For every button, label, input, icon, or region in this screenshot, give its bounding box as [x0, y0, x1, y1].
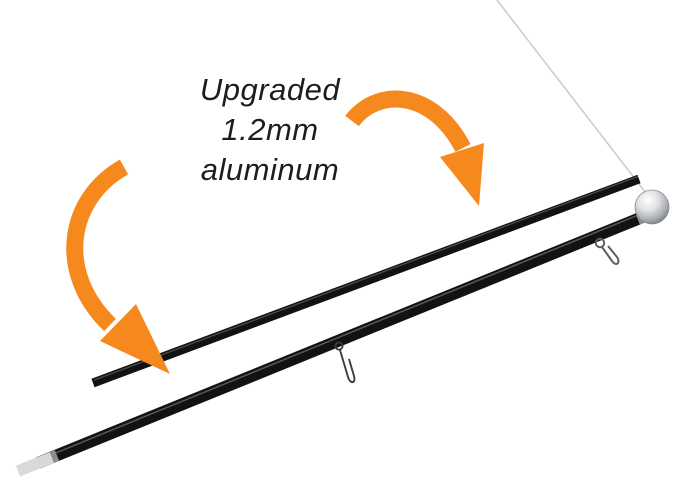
arrow-left-head	[100, 304, 170, 374]
upper-pole-section	[91, 174, 641, 388]
caption-line-3: aluminum	[200, 152, 340, 187]
lower-pole-section	[15, 208, 653, 477]
lower-pole-body	[35, 208, 653, 469]
clip-hook	[601, 245, 620, 265]
arrow-left-icon	[66, 159, 170, 374]
arrow-right-shaft	[345, 90, 471, 153]
clip-ring	[594, 237, 606, 249]
lower-pole-highlight	[39, 209, 650, 461]
clip-ring	[334, 341, 344, 351]
hanging-rope	[496, 0, 650, 198]
upper-pole-highlight	[93, 175, 639, 381]
finial-ball	[634, 189, 670, 225]
clip-hook	[339, 349, 356, 384]
flag-clip-upper	[594, 237, 620, 265]
caption-text: Upgraded 1.2mm aluminum	[130, 70, 410, 190]
caption-line-2: 1.2mm	[221, 112, 319, 147]
arrow-left-shaft	[66, 159, 129, 332]
upper-pole-body	[91, 174, 641, 388]
arrow-right-icon	[345, 90, 484, 206]
pole-end-cap-ring	[49, 450, 60, 463]
chrome-ball-finial	[634, 189, 670, 225]
caption-line-1: Upgraded	[199, 72, 341, 107]
arrow-right-head	[440, 143, 484, 206]
flag-clip-lower	[334, 341, 356, 384]
pole-end-cap	[15, 452, 55, 477]
